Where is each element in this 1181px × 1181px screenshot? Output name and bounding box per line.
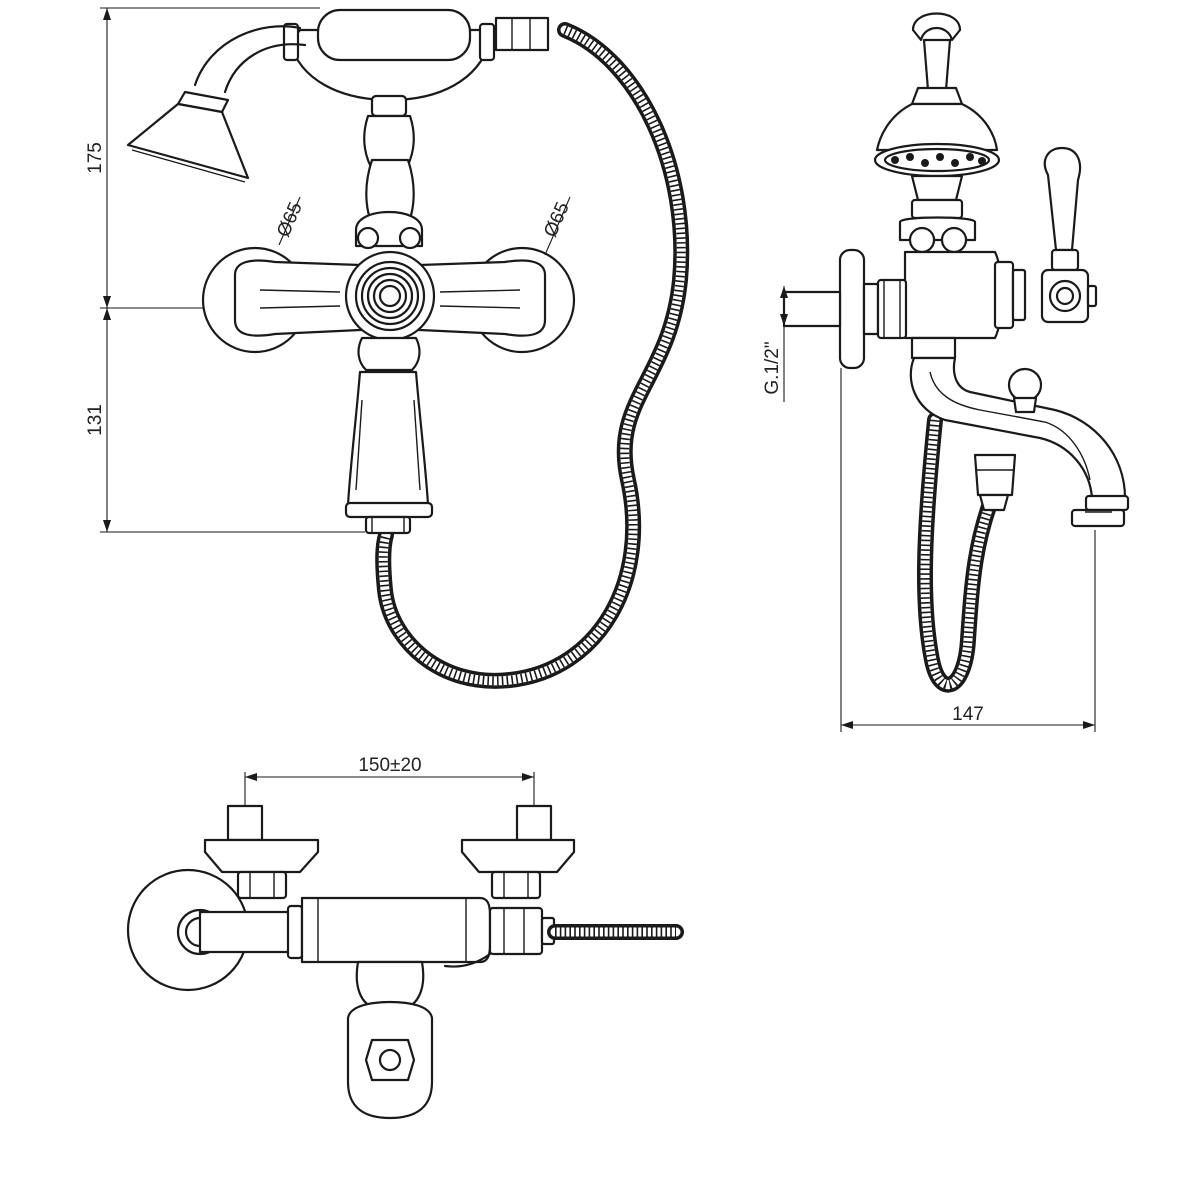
- handset-cradle: [282, 8, 550, 102]
- dimension-150-label: 150±20: [358, 755, 421, 776]
- shower-nozzles: [891, 153, 986, 167]
- central-hub: [344, 250, 436, 342]
- front-height-dimension: 175 131: [85, 7, 365, 533]
- side-spout: [909, 336, 1130, 528]
- hand-shower: [126, 25, 307, 183]
- shower-hose: [375, 22, 690, 689]
- top-shower-head: [126, 868, 292, 992]
- diameter-65-right-label: Ø65: [540, 199, 574, 240]
- right-inlet: [460, 804, 576, 900]
- left-diameter-callout: Ø65: [273, 196, 307, 246]
- thread-dimension: G.1/2": [762, 286, 788, 402]
- dimension-175-label: 175: [85, 142, 106, 174]
- centers-dimension: 150±20: [244, 755, 535, 808]
- side-hose: [917, 412, 1003, 693]
- side-handle-lever: [1040, 146, 1098, 324]
- top-body: [286, 896, 556, 964]
- top-view: 150±20: [126, 755, 684, 1120]
- right-diameter-callout: Ø65: [540, 196, 574, 256]
- diameter-65-left-label: Ø65: [273, 199, 307, 240]
- projection-dimension: 147: [840, 368, 1096, 732]
- left-inlet: [203, 804, 320, 900]
- top-hose: [443, 924, 684, 968]
- side-body: [898, 216, 1027, 340]
- side-view: G.1/2" 147: [762, 12, 1130, 732]
- diverter-column: [354, 94, 424, 250]
- dimension-131-label: 131: [85, 404, 106, 436]
- front-view: 175 131: [85, 7, 690, 689]
- spout: [344, 336, 434, 535]
- side-shower-head: [873, 86, 1001, 220]
- side-cradle-hook: [911, 12, 962, 92]
- thread-size-label: G.1/2": [762, 341, 783, 394]
- top-spout: [346, 960, 434, 1120]
- dimension-147-label: 147: [952, 704, 984, 725]
- side-wall-connection: [782, 248, 908, 370]
